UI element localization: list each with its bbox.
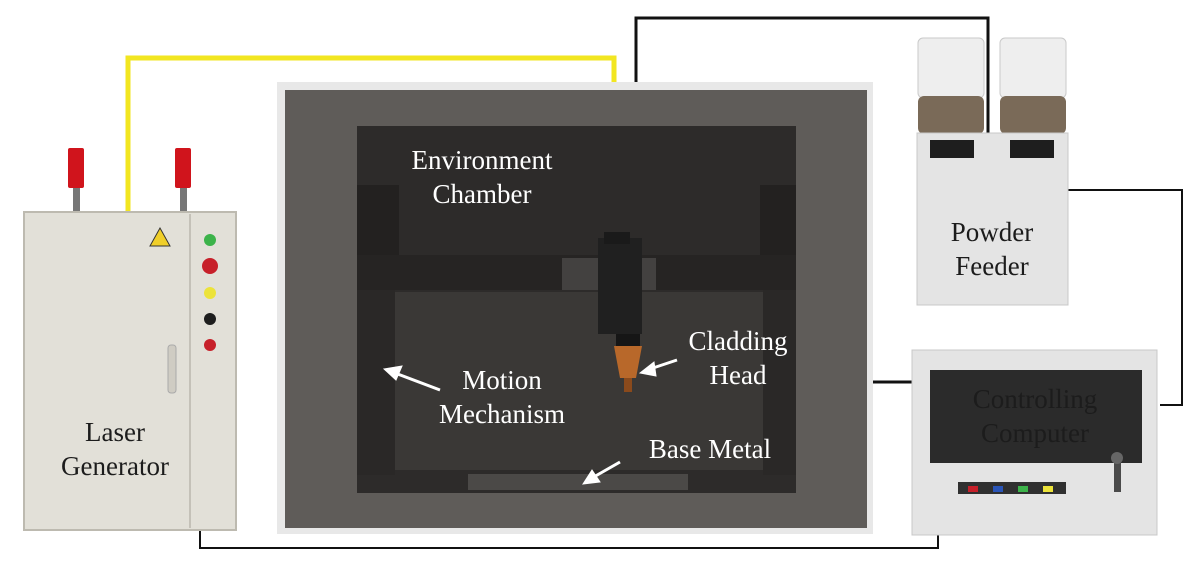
powder-feeder-label-line2: Feeder bbox=[955, 251, 1029, 281]
motion-mechanism-label-line2: Mechanism bbox=[439, 399, 565, 429]
red-mushroom-button bbox=[202, 258, 218, 274]
feeder-to-computer-wire bbox=[1068, 189, 1183, 406]
controlling-computer-label: Controlling Computer bbox=[940, 382, 1130, 450]
hopper-icon bbox=[917, 37, 985, 99]
hopper-icon bbox=[999, 37, 1067, 99]
key-blue bbox=[993, 486, 1003, 492]
controlling-computer bbox=[911, 349, 1158, 536]
powder-feeder-label-line1: Powder bbox=[950, 217, 1034, 247]
joystick-knob bbox=[1111, 452, 1123, 464]
black-button bbox=[204, 313, 216, 325]
feeder-display-left bbox=[930, 140, 974, 158]
keyboard-icon bbox=[958, 482, 1066, 494]
motion-mechanism-label: Motion Mechanism bbox=[422, 363, 582, 431]
feeder-body bbox=[916, 132, 1069, 306]
arrow-icon bbox=[582, 469, 601, 485]
laser-generator-label: Laser Generator bbox=[40, 415, 190, 483]
arrow-icon bbox=[591, 460, 621, 480]
monitor-screen bbox=[930, 370, 1142, 463]
environment-chamber-label: Environment Chamber bbox=[392, 143, 572, 211]
key-yellow bbox=[1043, 486, 1053, 492]
beacon-pole-right bbox=[180, 185, 187, 215]
key-red bbox=[968, 486, 978, 492]
controlling-computer-label-line2: Computer bbox=[981, 418, 1089, 448]
motion-mechanism-panel bbox=[395, 292, 763, 470]
green-button bbox=[204, 234, 216, 246]
hopper-powder-right bbox=[1000, 96, 1066, 134]
beacon-pole-left bbox=[73, 185, 80, 215]
motion-mechanism-label-line1: Motion bbox=[462, 365, 542, 395]
copper-nozzle bbox=[614, 346, 642, 378]
generator-to-computer-wire bbox=[199, 528, 939, 549]
laser-generator-label-line2: Generator bbox=[61, 451, 169, 481]
side-rail-left bbox=[357, 185, 399, 255]
side-rail-right bbox=[760, 185, 796, 255]
warning-icon bbox=[149, 226, 171, 247]
laser-generator-cabinet bbox=[23, 148, 237, 531]
arrow-icon bbox=[638, 361, 657, 377]
cladding-head-cap bbox=[604, 232, 630, 244]
cabinet-body bbox=[23, 211, 237, 531]
powder-feeder bbox=[916, 37, 1069, 306]
feeder-display-right bbox=[1010, 140, 1054, 158]
hopper-powder-left bbox=[918, 96, 984, 134]
motion-frame-left bbox=[357, 290, 395, 475]
nozzle-tip bbox=[624, 378, 632, 392]
cladding-head-label-line1: Cladding bbox=[688, 326, 788, 356]
nozzle-collar bbox=[616, 334, 640, 346]
base-metal-label: Base Metal bbox=[648, 434, 772, 464]
motion-frame-right bbox=[763, 290, 796, 475]
powder-feeder-label: Powder Feeder bbox=[922, 215, 1062, 283]
cladding-head-body bbox=[598, 238, 642, 334]
arrow-icon bbox=[382, 365, 403, 381]
base-metal-plate bbox=[468, 474, 688, 490]
pointer-arrows bbox=[382, 358, 678, 485]
environment-chamber bbox=[277, 82, 873, 534]
beacon-icon bbox=[68, 148, 84, 188]
environment-chamber-label-line2: Chamber bbox=[432, 179, 532, 209]
joystick-icon bbox=[1114, 462, 1121, 492]
environment-chamber-label-line1: Environment bbox=[411, 145, 553, 175]
cladding-head-label: Cladding Head bbox=[672, 324, 804, 392]
door-handle bbox=[167, 344, 177, 394]
red-button bbox=[204, 339, 216, 351]
beacon-icon bbox=[175, 148, 191, 188]
controlling-computer-label-line1: Controlling bbox=[972, 384, 1098, 414]
key-green bbox=[1018, 486, 1028, 492]
arrow-icon bbox=[394, 371, 441, 392]
laser-generator-label-line1: Laser bbox=[85, 417, 145, 447]
yellow-button bbox=[204, 287, 216, 299]
cladding-head-label-line2: Head bbox=[709, 360, 767, 390]
